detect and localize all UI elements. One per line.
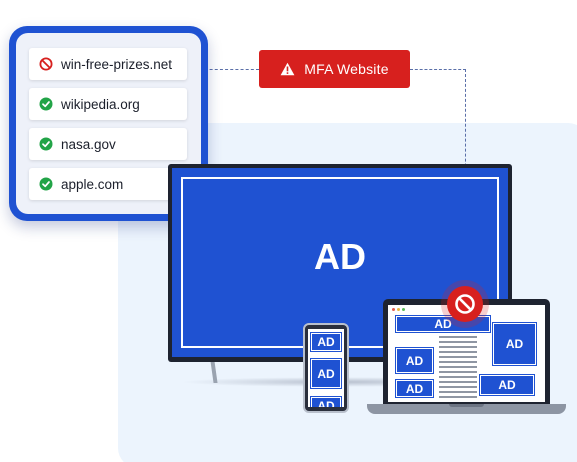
ad-label: AD bbox=[505, 337, 524, 351]
connector-line-left bbox=[189, 69, 259, 70]
ad-label: AD bbox=[405, 353, 424, 368]
domain-label: nasa.gov bbox=[61, 136, 116, 152]
connector-line-right bbox=[410, 69, 466, 70]
laptop-ad-unit: AD bbox=[395, 379, 434, 398]
window-dot-red bbox=[392, 308, 395, 311]
check-icon bbox=[39, 177, 53, 191]
domain-label: wikipedia.org bbox=[61, 96, 140, 112]
check-icon bbox=[39, 97, 53, 111]
laptop-ad-unit: AD bbox=[479, 374, 535, 396]
phone-ad-unit: AD bbox=[310, 332, 342, 352]
phone-screen: AD AD AD bbox=[308, 329, 344, 407]
domain-item-approved[interactable]: nasa.gov bbox=[29, 128, 187, 160]
mfa-website-badge: MFA Website bbox=[259, 50, 410, 88]
prohibited-icon bbox=[455, 294, 475, 314]
article-text-lines bbox=[439, 336, 477, 399]
ad-label: AD bbox=[498, 378, 516, 392]
domain-item-approved[interactable]: wikipedia.org bbox=[29, 88, 187, 120]
domain-label: apple.com bbox=[61, 176, 124, 192]
window-controls bbox=[392, 308, 405, 311]
phone-ad-unit: AD bbox=[310, 396, 342, 407]
badge-label: MFA Website bbox=[304, 61, 389, 77]
blocked-icon bbox=[39, 57, 53, 71]
phone-device: AD AD AD bbox=[303, 323, 349, 413]
ad-label: AD bbox=[434, 317, 452, 331]
domain-item-blocked[interactable]: win-free-prizes.net bbox=[29, 48, 187, 80]
window-dot-yellow bbox=[397, 308, 400, 311]
blocked-icon-core bbox=[447, 286, 483, 322]
warning-icon bbox=[280, 62, 295, 76]
blocked-icon-halo bbox=[441, 280, 489, 328]
laptop-screen: AD AD AD AD AD bbox=[388, 305, 545, 402]
ad-label: AD bbox=[317, 335, 335, 349]
domain-label: win-free-prizes.net bbox=[61, 56, 173, 72]
window-dot-green bbox=[402, 308, 405, 311]
laptop-ad-unit: AD bbox=[395, 347, 434, 374]
laptop-ad-unit: AD bbox=[492, 322, 537, 366]
ad-label: AD bbox=[317, 366, 335, 381]
laptop-base bbox=[367, 404, 566, 414]
tv-ad-label: AD bbox=[314, 235, 366, 277]
ad-label: AD bbox=[405, 381, 424, 396]
phone-ad-unit: AD bbox=[310, 358, 342, 389]
ad-label: AD bbox=[317, 399, 335, 407]
domain-item-approved[interactable]: apple.com bbox=[29, 168, 187, 200]
check-icon bbox=[39, 137, 53, 151]
